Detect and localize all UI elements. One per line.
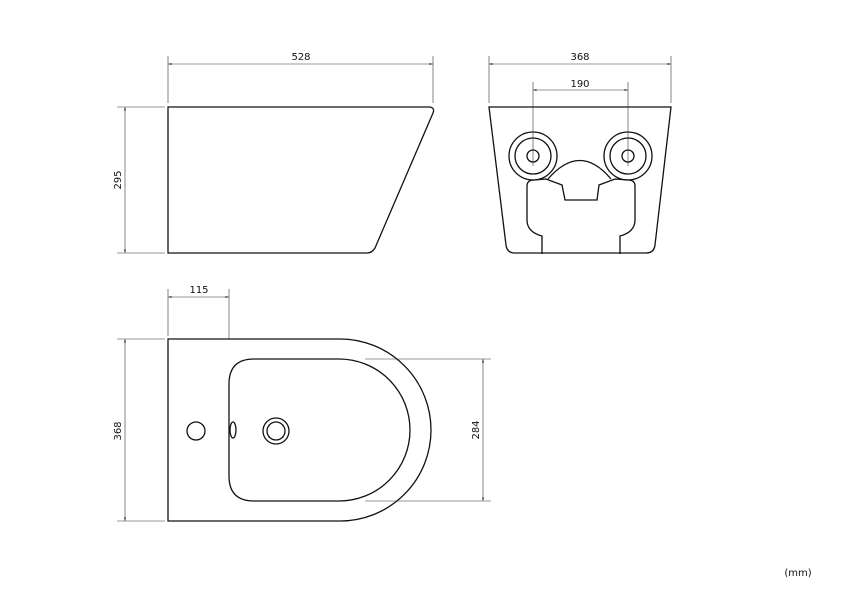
rear-view: 368 190 <box>488 52 672 254</box>
side-width-dimension: 528 <box>167 52 434 103</box>
offset-label: 115 <box>189 285 208 296</box>
side-view: 528 295 <box>113 52 435 254</box>
side-height-dimension: 295 <box>113 106 165 254</box>
bowl-width-label: 284 <box>471 420 482 439</box>
drain-inner <box>266 421 286 441</box>
offset-dimension: 115 <box>167 285 230 339</box>
rear-hump <box>547 159 612 180</box>
units-label: (mm) <box>784 568 811 579</box>
side-width-label: 528 <box>291 52 310 63</box>
top-view-outline <box>167 338 432 522</box>
rear-width-dimension: 368 <box>488 52 672 103</box>
rear-width-label: 368 <box>570 52 589 63</box>
top-width-label: 368 <box>113 421 124 440</box>
rear-mounting-recess <box>526 178 636 254</box>
bowl-outline <box>228 358 411 502</box>
tap-hole <box>186 421 206 441</box>
top-view: 115 368 284 <box>113 285 491 522</box>
side-height-label: 295 <box>113 170 124 189</box>
rear-view-outline <box>488 106 672 254</box>
inlet-spacing-dimension: 190 <box>532 79 629 166</box>
overflow-slot <box>229 421 237 439</box>
bowl-width-dimension: 284 <box>365 358 491 502</box>
drain-outer <box>262 417 290 445</box>
side-view-outline <box>167 106 435 254</box>
inlet-spacing-label: 190 <box>570 79 589 90</box>
top-width-dimension: 368 <box>113 338 165 522</box>
